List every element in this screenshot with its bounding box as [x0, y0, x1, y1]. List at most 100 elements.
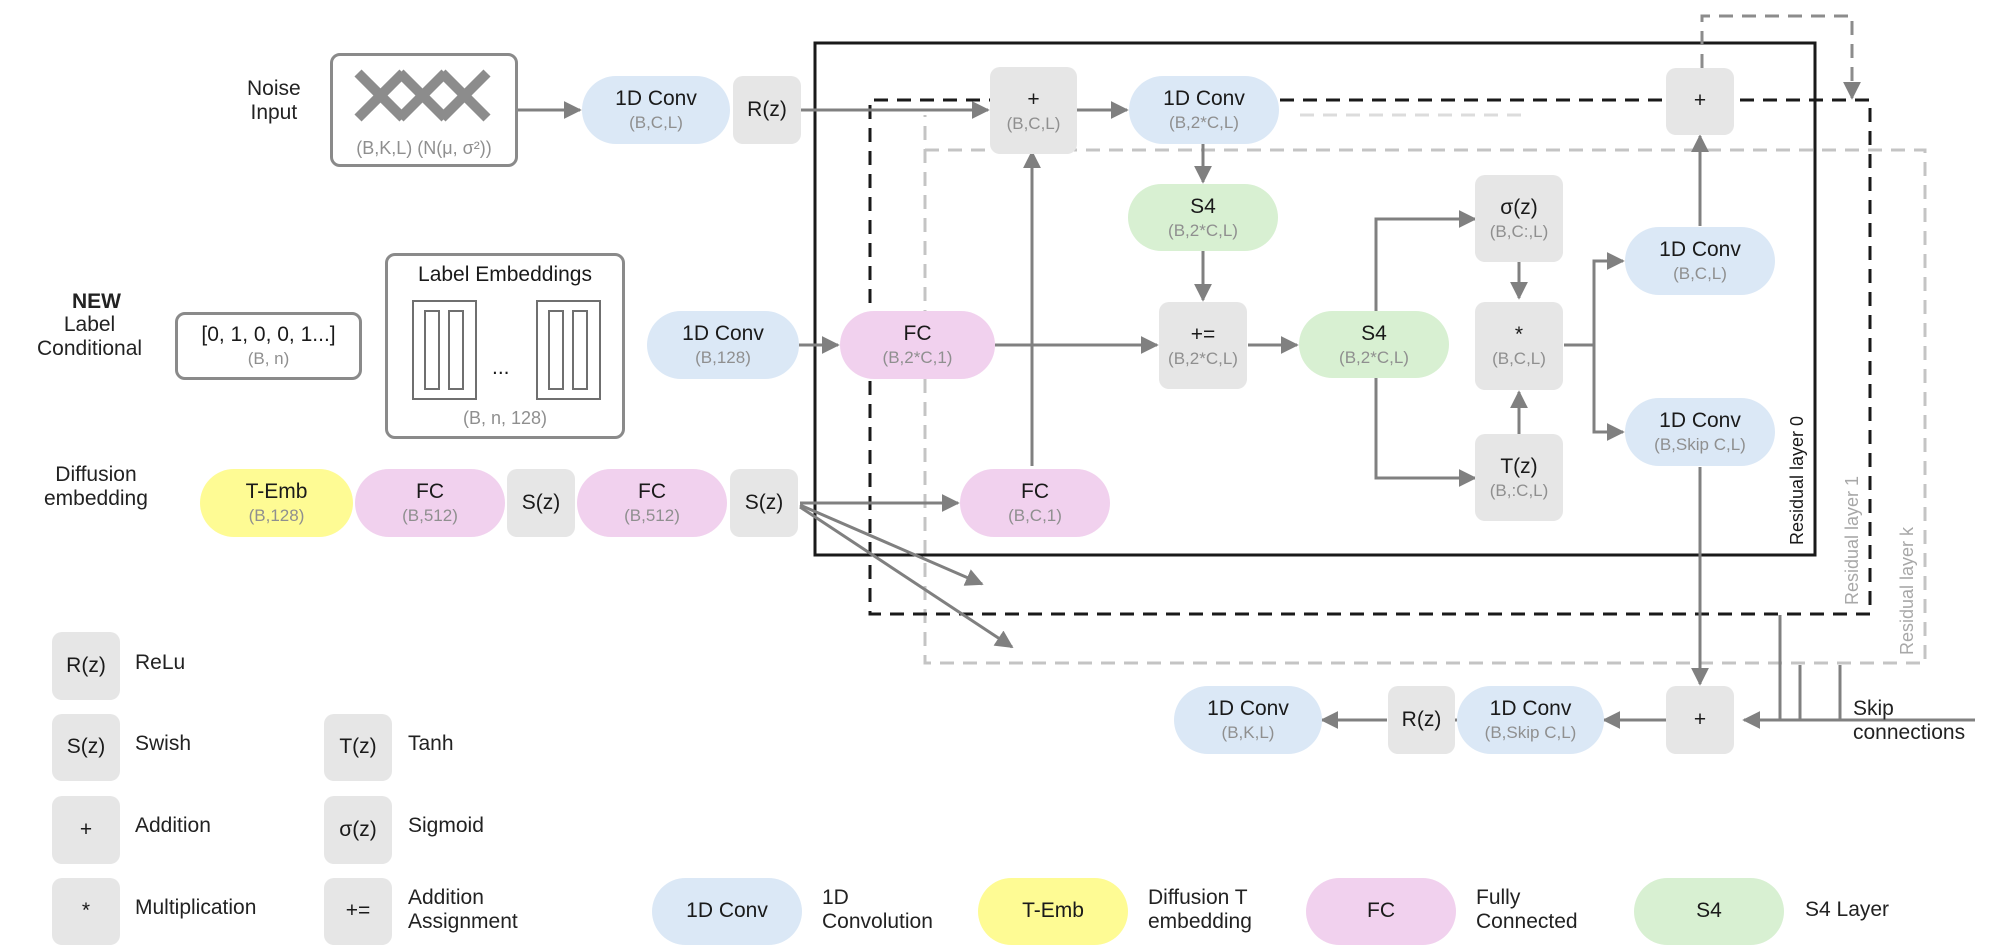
legend-add-assign-symbol-text: +=	[345, 899, 371, 923]
conv-skip-out-node: 1D Conv (B,Skip C,L)	[1457, 686, 1604, 754]
legend-sigmoid-symbol-text: σ(z)	[339, 817, 377, 841]
residual-loop-path	[1700, 14, 1861, 100]
legend-conv-text: 1D Convolution	[822, 886, 933, 934]
fc2-title: FC	[638, 480, 666, 504]
add-skip-node: +	[1666, 686, 1734, 754]
s4-a-shape: (B,2*C,L)	[1168, 220, 1238, 240]
conv-skip-out-shape: (B,Skip C,L)	[1484, 723, 1577, 743]
residual-layer-k-frame	[923, 115, 1927, 665]
legend-multiplication-symbol: *	[52, 878, 120, 945]
fc-label-shape: (B,2*C,1)	[882, 348, 953, 368]
legend-add-assign-symbol: +=	[324, 878, 392, 945]
temb-shape: (B,128)	[248, 506, 305, 526]
legend-s4-symbol-text: S4	[1696, 899, 1722, 923]
fc2-shape: (B,512)	[624, 506, 680, 526]
label-vector-box: [0, 1, 0, 0, 1...] (B, n)	[175, 312, 362, 380]
add-residual-title: +	[1693, 89, 1707, 113]
add-skip-title: +	[1693, 707, 1707, 731]
legend-addition-symbol-text: +	[79, 817, 93, 841]
temb-node: T-Emb (B,128)	[200, 469, 353, 537]
add-assign-title: +=	[1190, 322, 1216, 346]
s4-a-node: S4 (B,2*C,L)	[1128, 184, 1278, 251]
sigmoid-node: σ(z) (B,C:,L)	[1475, 175, 1563, 262]
legend-s4-symbol: S4	[1634, 878, 1784, 945]
legend-fc-symbol: FC	[1306, 878, 1456, 945]
legend-relu-symbol-text: R(z)	[66, 653, 106, 677]
conv-input-node: 1D Conv (B,C,L)	[582, 76, 730, 144]
legend-addition-text: Addition	[135, 814, 211, 837]
swish1-title: S(z)	[521, 490, 561, 514]
fc1-node: FC (B,512)	[355, 469, 505, 537]
noise-input-label: Noise Input	[247, 77, 301, 125]
add-input-title: +	[1027, 87, 1040, 111]
tanh-title: T(z)	[1500, 454, 1538, 478]
conv-skip-title: 1D Conv	[1659, 409, 1741, 433]
embeddings-ellipsis: ...	[492, 356, 510, 379]
conv-input-shape: (B,C,L)	[629, 113, 683, 133]
conv-label-node: 1D Conv (B,128)	[647, 311, 799, 379]
swish1-node: S(z)	[507, 469, 575, 537]
add-residual-node: +	[1666, 68, 1734, 135]
multiply-shape: (B,C,L)	[1492, 349, 1546, 369]
conv-label-shape: (B,128)	[695, 348, 751, 368]
fc2-node: FC (B,512)	[577, 469, 727, 537]
noise-input-box: (B,K,L) (N(μ, σ²))	[330, 53, 518, 167]
conv-output-title: 1D Conv	[1207, 697, 1289, 721]
legend-sigmoid-text: Sigmoid	[408, 814, 484, 837]
label-embeddings-title: Label Embeddings	[418, 263, 592, 286]
s4-b-node: S4 (B,2*C,L)	[1299, 311, 1449, 378]
legend-tanh-text: Tanh	[408, 732, 454, 755]
diffusion-embedding-label: Diffusion embedding	[44, 463, 148, 511]
legend-swish-symbol: S(z)	[52, 714, 120, 781]
fc1-shape: (B,512)	[402, 506, 458, 526]
legend-fc-symbol-text: FC	[1367, 899, 1395, 923]
relu-input-title: R(z)	[747, 97, 787, 121]
fc-diffusion-shape: (B,C,1)	[1008, 506, 1062, 526]
legend-add-assign-text: Addition Assignment	[408, 886, 518, 934]
conv-residual-node: 1D Conv (B,2*C,L)	[1129, 76, 1279, 144]
fc-label-node: FC (B,2*C,1)	[840, 311, 995, 379]
relu-output-title: R(z)	[1401, 707, 1442, 731]
residual-layer-k-label: Residual layer k	[1897, 526, 1917, 655]
temb-title: T-Emb	[245, 480, 308, 504]
sigmoid-shape: (B,C:,L)	[1489, 221, 1549, 241]
skip-connections-label: Skip connections	[1853, 697, 1966, 745]
tanh-shape: (B,:C,L)	[1489, 480, 1549, 500]
add-input-node: + (B,C,L)	[990, 67, 1077, 154]
conv-input-title: 1D Conv	[615, 87, 697, 111]
conv-residual-out-node: 1D Conv (B,C,L)	[1625, 227, 1775, 295]
embedding-vector-icon	[536, 300, 601, 400]
label-vector: [0, 1, 0, 0, 1...]	[201, 323, 336, 346]
s4-a-title: S4	[1190, 194, 1216, 218]
legend-swish-text: Swish	[135, 732, 192, 755]
legend-temb-symbol: T-Emb	[978, 878, 1128, 945]
conv-skip-shape: (B,Skip C,L)	[1654, 435, 1746, 455]
new-badge: NEW	[72, 290, 121, 313]
conv-skip-node: 1D Conv (B,Skip C,L)	[1625, 398, 1775, 466]
residual-layer-1-label: Residual layer 1	[1842, 475, 1862, 605]
label-embeddings-box: Label Embeddings ... (B, n, 128)	[385, 253, 625, 439]
legend-tanh-symbol: T(z)	[324, 714, 392, 781]
legend-temb-symbol-text: T-Emb	[1022, 899, 1084, 923]
fc1-title: FC	[416, 480, 444, 504]
conv-output-node: 1D Conv (B,K,L)	[1174, 686, 1322, 754]
noise-shape: (B,K,L) (N(μ, σ²))	[356, 138, 492, 158]
noise-cross-icon	[354, 69, 491, 122]
conv-skip-out-title: 1D Conv	[1489, 697, 1572, 721]
fc-label-title: FC	[903, 322, 932, 346]
label-embeddings-shape: (B, n, 128)	[462, 408, 548, 428]
conv-residual-title: 1D Conv	[1163, 87, 1245, 111]
legend-sigmoid-symbol: σ(z)	[324, 796, 392, 864]
swish2-title: S(z)	[744, 490, 784, 514]
relu-output-node: R(z)	[1388, 686, 1455, 754]
fc-diffusion-title: FC	[1021, 480, 1049, 504]
embedding-vector-icon	[412, 300, 477, 400]
conv-output-shape: (B,K,L)	[1221, 723, 1275, 743]
swish2-node: S(z)	[730, 469, 798, 537]
legend-multiplication-text: Multiplication	[135, 896, 257, 919]
legend-conv-symbol: 1D Conv	[652, 878, 802, 945]
legend-fc-text: Fully Connected	[1476, 886, 1578, 934]
tanh-node: T(z) (B,:C,L)	[1475, 434, 1563, 521]
s4-b-title: S4	[1361, 321, 1387, 345]
